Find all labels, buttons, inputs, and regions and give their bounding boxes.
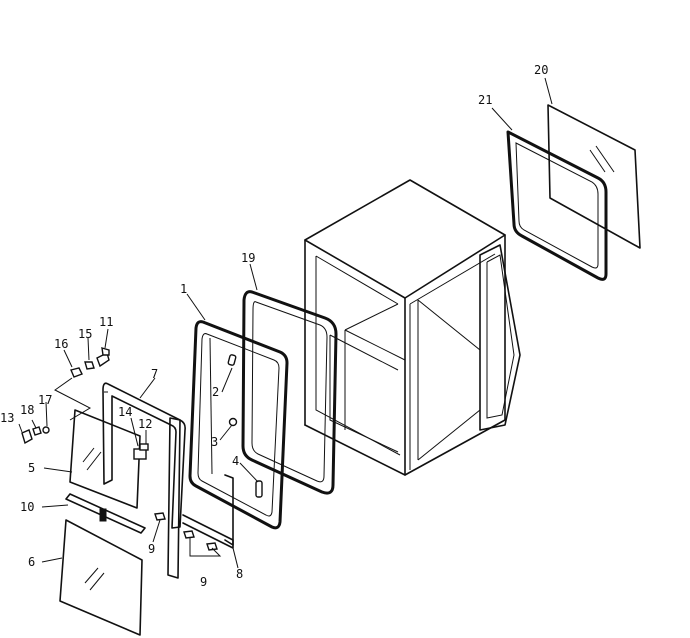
label-13: 13	[0, 411, 14, 425]
label-9a: 9	[148, 542, 155, 556]
label-4: 4	[232, 454, 239, 468]
cap-13	[21, 429, 33, 445]
label-7: 7	[151, 367, 158, 381]
label-20: 20	[534, 63, 548, 77]
label-8: 8	[236, 567, 243, 581]
cab-frame	[304, 179, 521, 476]
handle-11	[96, 347, 110, 368]
front-weatherstrip	[241, 290, 338, 495]
label-3: 3	[211, 435, 218, 449]
washer-18	[32, 426, 42, 436]
label-11: 11	[99, 315, 113, 329]
label-12: 12	[138, 417, 152, 431]
door-glass	[69, 409, 149, 509]
clip-2	[227, 354, 237, 366]
spacer-15	[84, 361, 95, 370]
label-9b: 9	[200, 575, 207, 589]
pad-9a	[154, 512, 166, 521]
block-16	[70, 367, 83, 378]
rear-weatherstrip	[506, 130, 608, 281]
label-2: 2	[212, 385, 219, 399]
label-17: 17	[38, 393, 52, 407]
leader-lines	[18, 77, 553, 569]
lower-channel	[167, 417, 234, 579]
label-1: 1	[180, 282, 187, 296]
label-14: 14	[118, 405, 132, 419]
label-10: 10	[20, 500, 34, 514]
ring-17	[42, 426, 50, 434]
clip-3	[228, 417, 238, 427]
label-5: 5	[28, 461, 35, 475]
label-6: 6	[28, 555, 35, 569]
sliding-frame	[102, 382, 186, 529]
rail	[65, 493, 146, 534]
label-15: 15	[78, 327, 92, 341]
latch-4	[255, 480, 263, 498]
front-window-frame	[188, 320, 289, 530]
pad-9b	[183, 530, 222, 557]
label-18: 18	[20, 403, 34, 417]
rear-glass	[547, 104, 641, 249]
label-21: 21	[478, 93, 492, 107]
label-19: 19	[241, 251, 255, 265]
label-16: 16	[54, 337, 68, 351]
lower-glass	[59, 519, 143, 636]
